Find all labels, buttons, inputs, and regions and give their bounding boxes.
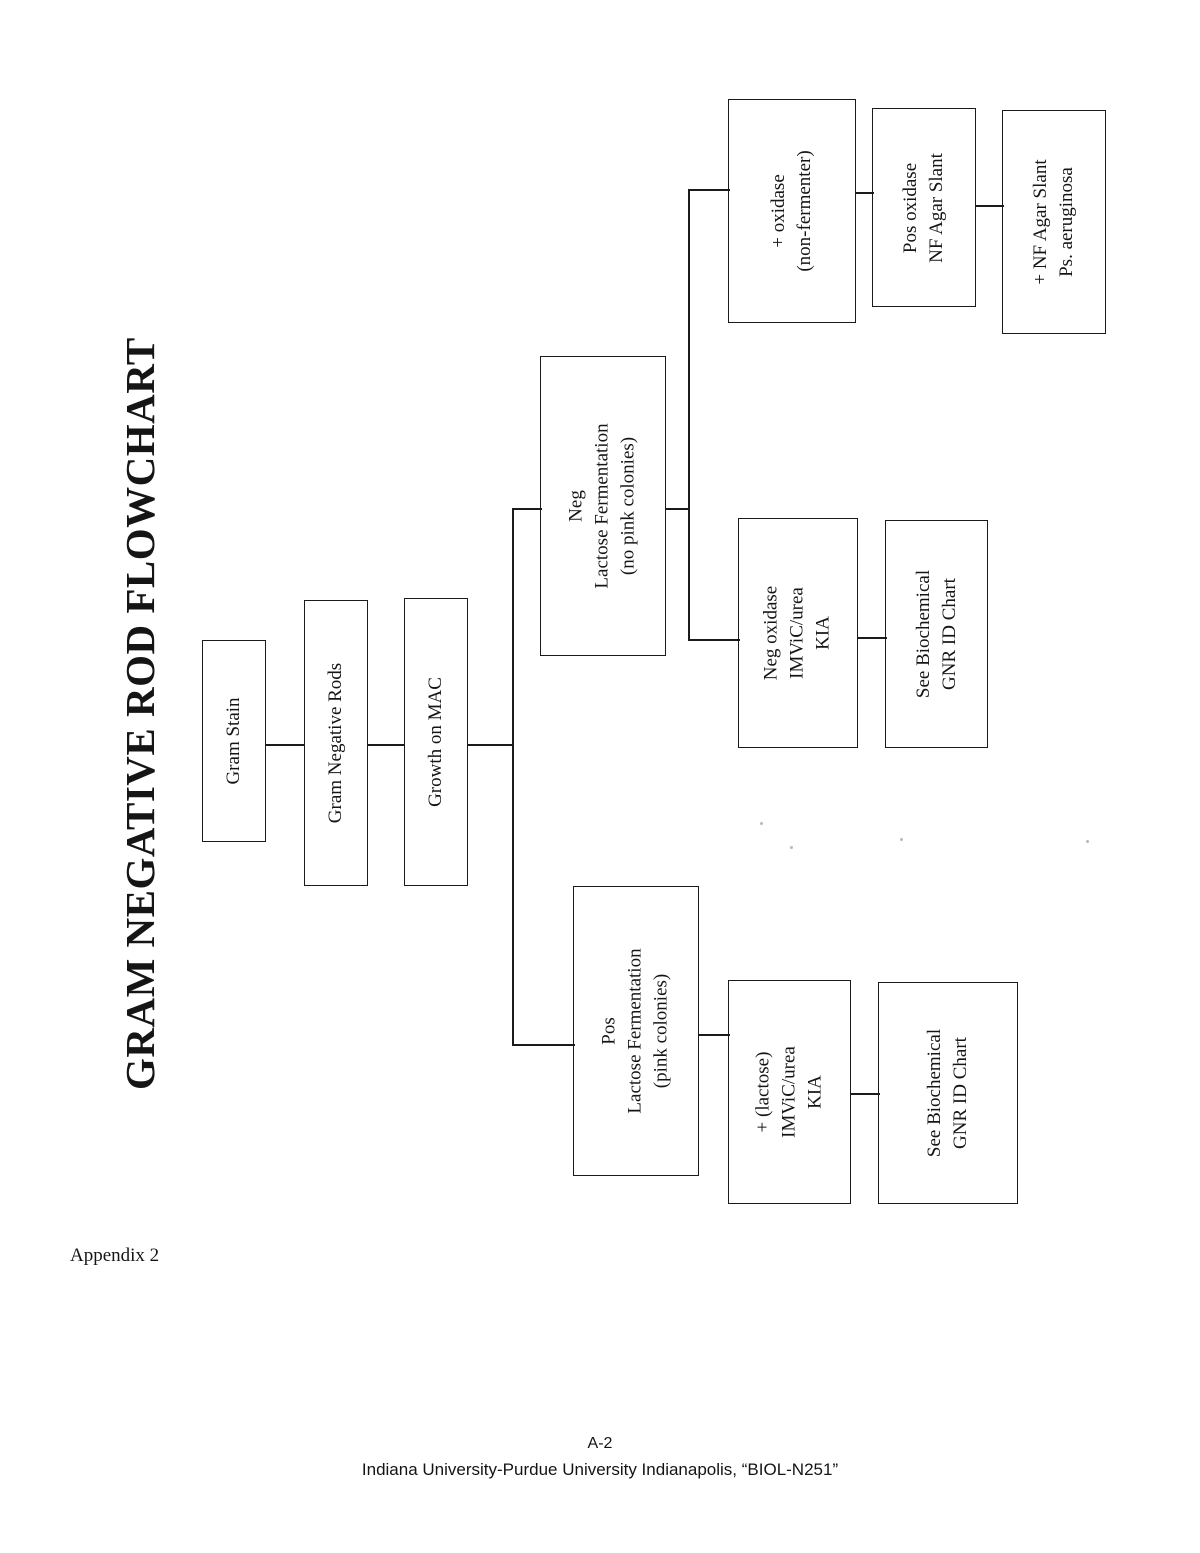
node-see-biochemical-gnr-id-chart-neg: See Biochemical GNR ID Chart: [885, 520, 988, 748]
edge-pos-oxidase-to-plus-nf-agar: [975, 205, 1004, 207]
edge-mac-to-neg-lactose: [512, 508, 542, 510]
footer-page-number: A-2: [587, 1435, 613, 1452]
edge-mac-to-pos-lactose: [512, 1044, 575, 1046]
node-plus-lactose-imvic-urea-kia: + (lactose) IMViC/urea KIA: [728, 980, 851, 1204]
edge-neg-vertical-split: [688, 189, 690, 641]
scan-speck: [790, 846, 793, 849]
node-see-biochemical-gnr-id-chart-neg-label: See Biochemical GNR ID Chart: [912, 569, 960, 699]
node-see-biochemical-gnr-id-chart-pos-label: See Biochemical GNR ID Chart: [923, 1028, 971, 1158]
edge-gram-negative-rods-to-growth-on-mac: [368, 744, 405, 746]
node-plus-oxidase-label: + oxidase (non-fermenter): [767, 150, 815, 272]
node-plus-lactose-imvic-urea-kia-label: + (lactose) IMViC/urea KIA: [752, 1046, 826, 1138]
node-see-biochemical-gnr-id-chart-pos: See Biochemical GNR ID Chart: [878, 982, 1018, 1204]
node-gram-stain-label: Gram Stain: [222, 697, 244, 785]
node-growth-on-mac-label: Growth on MAC: [424, 677, 446, 807]
edge-mac-vertical-split: [512, 508, 514, 1045]
edge-plus-lactose-to-see-biochemical-pos: [850, 1093, 880, 1095]
node-pos-oxidase-nf-agar-slant: Pos oxidase NF Agar Slant: [872, 108, 976, 307]
node-neg-lactose-fermentation-label: Neg Lactose Fermentation (no pink coloni…: [565, 423, 640, 589]
node-plus-oxidase: + oxidase (non-fermenter): [728, 99, 856, 323]
scan-speck: [900, 838, 903, 841]
scan-speck: [1086, 840, 1089, 843]
node-gram-negative-rods: Gram Negative Rods: [304, 600, 368, 886]
scan-speck: [760, 822, 763, 825]
edge-neg-to-neg-oxidase: [688, 639, 740, 641]
footer-source: Indiana University-Purdue University Ind…: [361, 1459, 839, 1479]
edge-neg-lactose-stem: [666, 508, 690, 510]
page-footer: A-2 Indiana University-Purdue University…: [0, 1432, 1200, 1483]
node-gram-stain: Gram Stain: [202, 640, 266, 842]
node-pos-lactose-fermentation-label: Pos Lactose Fermentation (pink colonies): [598, 948, 673, 1114]
edge-plus-oxidase-to-pos-oxidase: [855, 192, 874, 194]
edge-pos-lactose-to-plus-lactose: [698, 1034, 730, 1036]
node-neg-lactose-fermentation: Neg Lactose Fermentation (no pink coloni…: [540, 356, 666, 656]
node-neg-oxidase-imvic-urea-kia-label: Neg oxidase IMViC/urea KIA: [760, 585, 835, 681]
node-plus-nf-agar-slant-ps-aeruginosa: + NF Agar Slant Ps. aeruginosa: [1002, 110, 1106, 334]
node-neg-oxidase-imvic-urea-kia: Neg oxidase IMViC/urea KIA: [738, 518, 858, 748]
edge-neg-to-plus-oxidase: [688, 189, 730, 191]
node-gram-negative-rods-label: Gram Negative Rods: [324, 662, 346, 824]
appendix-label: Appendix 2: [70, 1245, 160, 1266]
node-plus-nf-agar-slant-ps-aeruginosa-label: + NF Agar Slant Ps. aeruginosa: [1029, 159, 1077, 285]
edge-growth-on-mac-stem: [468, 744, 514, 746]
node-pos-lactose-fermentation: Pos Lactose Fermentation (pink colonies): [573, 886, 699, 1176]
node-growth-on-mac: Growth on MAC: [404, 598, 468, 886]
page-title: GRAM NEGATIVE ROD FLOWCHART: [117, 337, 163, 1090]
node-pos-oxidase-nf-agar-slant-label: Pos oxidase NF Agar Slant: [899, 152, 947, 263]
edge-gram-stain-to-gram-negative-rods: [266, 744, 305, 746]
edge-neg-oxidase-to-see-biochemical-neg: [857, 637, 887, 639]
